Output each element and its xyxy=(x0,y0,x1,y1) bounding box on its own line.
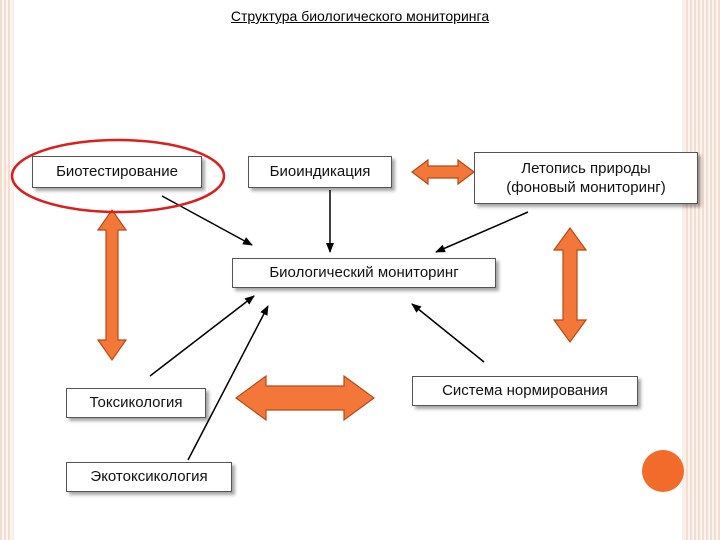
node-biotesting: Биотестирование xyxy=(32,156,202,188)
node-ecotoxicology: Экотоксикология xyxy=(66,462,232,492)
arrow-normalization-to-monitoring xyxy=(411,303,485,363)
arrow-chronicle-to-monitoring xyxy=(435,211,529,253)
node-bioindication: Биоиндикация xyxy=(248,156,392,188)
double-arrow-toxicology-normalization xyxy=(234,374,376,422)
arrow-biotesting-to-monitoring xyxy=(161,195,253,246)
arrow-ecotoxicology-to-monitoring xyxy=(187,305,269,461)
highlight-ellipse xyxy=(10,138,226,214)
frame-stripe-right xyxy=(686,0,720,540)
node-chronicle: Летопись природы (фоновый мониторинг) xyxy=(474,152,698,204)
double-arrow-bioindication-chronicle xyxy=(411,158,475,186)
decorative-dot xyxy=(642,450,684,492)
node-biomonitoring: Биологический мониторинг xyxy=(232,258,496,288)
frame-stripe-left xyxy=(0,0,12,540)
arrow-toxicology-to-monitoring xyxy=(149,295,255,377)
double-arrow-chronicle-normalization xyxy=(552,226,588,344)
double-arrow-biotesting-toxicology xyxy=(96,208,128,362)
diagram-title: Структура биологического мониторинга xyxy=(230,8,490,24)
node-normalization: Система нормирования xyxy=(412,376,638,406)
node-toxicology: Токсикология xyxy=(66,388,206,418)
